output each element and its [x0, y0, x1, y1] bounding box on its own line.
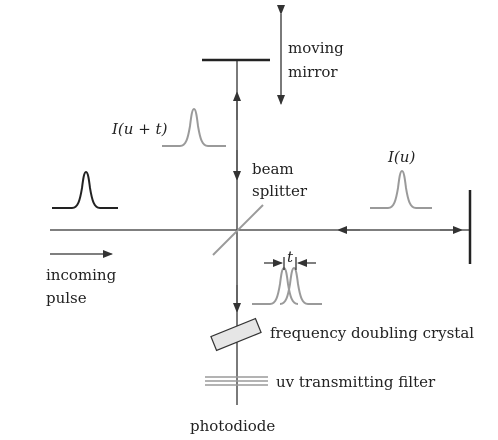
incoming-pulse-label-2: pulse: [46, 289, 87, 307]
photodiode-label: photodiode: [190, 417, 275, 435]
reflected-pulse-label: I(u): [387, 148, 415, 166]
reflected-pulse-shape: [370, 169, 432, 209]
beam-splitter-label-2: splitter: [252, 182, 308, 200]
incoming-pulse-label-1: incoming: [46, 266, 117, 284]
delayed-pulse-label: I(u + t): [111, 120, 168, 138]
frequency-doubling-crystal: [210, 317, 262, 352]
moving-mirror-label-2: mirror: [288, 63, 338, 81]
crystal-label: frequency doubling crystal: [270, 324, 474, 342]
beam-splitter: [212, 204, 264, 256]
incoming-pulse: [52, 170, 118, 209]
double-pulse-second: [279, 266, 322, 305]
moving-mirror-label-1: moving: [288, 39, 344, 57]
delayed-pulse-shape: [162, 107, 226, 147]
filter-label: uv transmitting filter: [276, 373, 436, 391]
beam-splitter-label-1: beam: [252, 160, 294, 178]
delay-label: t: [287, 248, 294, 266]
